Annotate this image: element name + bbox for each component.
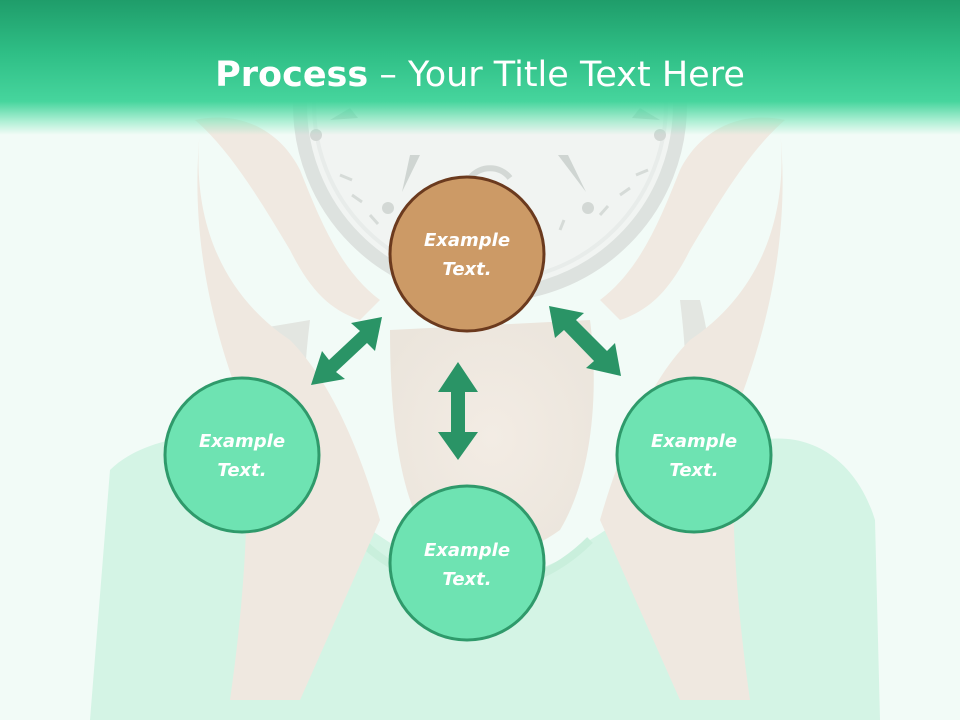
node-bottom-line1: Example <box>424 540 510 561</box>
node-bottom[interactable]: Example Text. <box>388 484 546 642</box>
node-left[interactable]: Example Text. <box>163 376 321 534</box>
arrow-vertical <box>438 362 478 460</box>
header-band <box>0 0 960 135</box>
node-top[interactable]: Example Text. <box>388 175 546 333</box>
node-left-line1: Example <box>199 431 285 452</box>
node-right-line2: Text. <box>669 460 718 481</box>
node-right[interactable]: Example Text. <box>615 376 773 534</box>
arrow-top-right <box>549 306 621 376</box>
title-rest: – Your Title Text Here <box>368 55 745 95</box>
node-top-line2: Text. <box>442 259 491 280</box>
node-left-line2: Text. <box>217 460 266 481</box>
slide-title: Process – Your Title Text Here <box>0 52 960 98</box>
arrow-top-left <box>311 317 382 385</box>
node-bottom-line2: Text. <box>442 569 491 590</box>
title-strong: Process <box>215 55 369 95</box>
node-right-line1: Example <box>651 431 737 452</box>
node-top-line1: Example <box>424 230 510 251</box>
